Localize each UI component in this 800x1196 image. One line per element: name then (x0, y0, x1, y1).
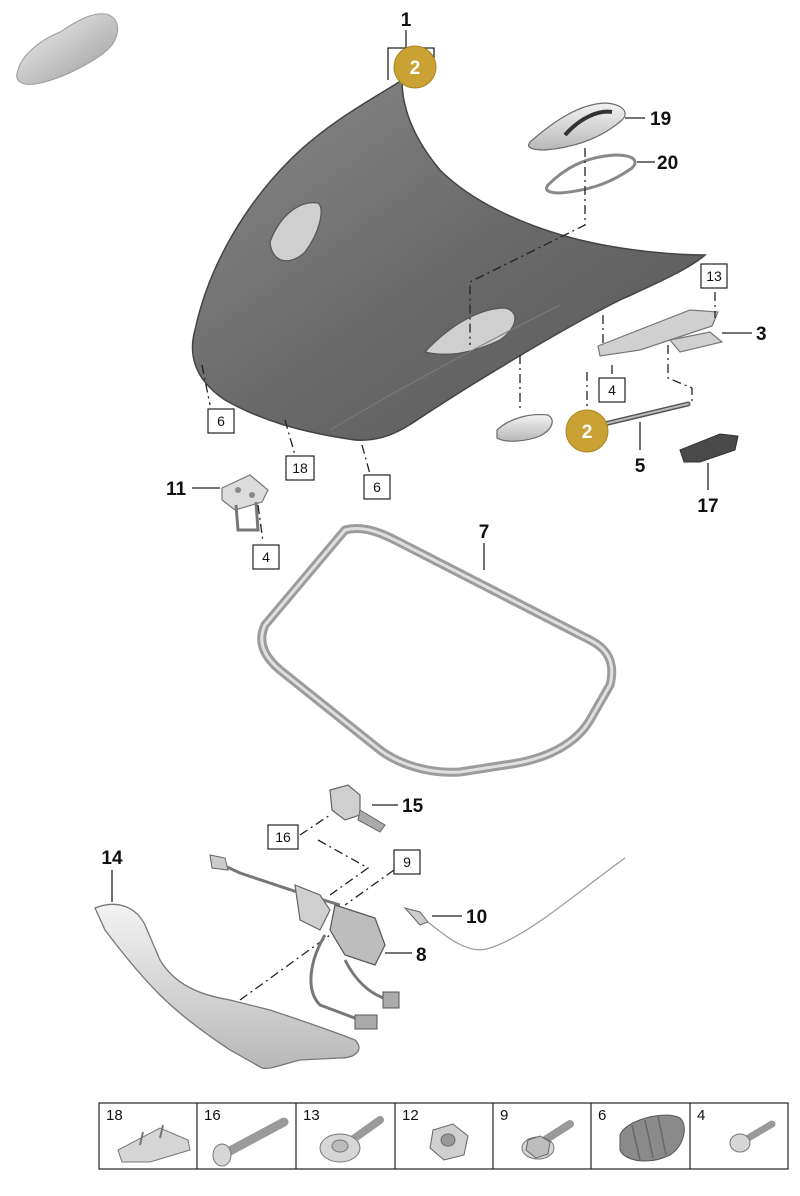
washer-screw-icon (319, 1116, 384, 1163)
callout-label-17: 17 (697, 496, 718, 517)
callout-label-7: 7 (479, 522, 490, 543)
legend-cell-6: 6 (598, 1107, 685, 1162)
callout-label-14: 14 (101, 848, 123, 869)
svg-text:9: 9 (500, 1107, 508, 1124)
hood-vent-left (269, 202, 322, 262)
ref-box-18: 18 (285, 455, 315, 481)
svg-text:12: 12 (402, 1107, 419, 1124)
callout-label-15: 15 (402, 796, 424, 817)
svg-text:16: 16 (204, 1107, 221, 1124)
svg-text:9: 9 (403, 854, 411, 870)
clip-icon (117, 1127, 191, 1163)
callout-label-19: 19 (650, 109, 671, 130)
svg-text:13: 13 (706, 268, 722, 284)
badge-label-2-lower: 2 (582, 422, 593, 443)
callout-label-20: 20 (657, 153, 678, 174)
vehicle-thumbnail (16, 13, 119, 85)
vent-insert (496, 413, 553, 442)
bump-stop-icon (619, 1114, 685, 1162)
svg-text:6: 6 (598, 1107, 606, 1124)
svg-text:18: 18 (292, 460, 308, 476)
ref-box-4-hinge: 4 (252, 544, 280, 570)
release-cable (403, 857, 626, 951)
bump-stop-cover (679, 433, 739, 463)
hardware-legend: 18 16 13 12 (98, 1102, 789, 1170)
ref-box-6-center: 6 (363, 474, 391, 500)
svg-text:6: 6 (217, 413, 225, 429)
front-hood (191, 78, 708, 441)
ref-box-9: 9 (393, 849, 421, 875)
svg-text:6: 6 (373, 479, 381, 495)
screw-icon (729, 1120, 776, 1153)
svg-text:4: 4 (697, 1107, 705, 1124)
scoop-seal (545, 153, 637, 195)
gas-strut (597, 401, 691, 428)
legend-cell-16: 16 (204, 1107, 289, 1167)
ref-box-16: 16 (267, 824, 299, 850)
air-scoop-trim (527, 102, 626, 151)
legend-cell-9: 9 (500, 1107, 574, 1160)
callout-label-10: 10 (466, 907, 487, 928)
svg-text:18: 18 (106, 1107, 123, 1124)
callout-label-3: 3 (756, 324, 767, 345)
ref-box-6-left: 6 (207, 408, 235, 434)
ref-box-13: 13 (700, 263, 728, 289)
legend-cell-13: 13 (303, 1107, 384, 1163)
ref-box-4-strut: 4 (598, 377, 626, 403)
latch-sensor (329, 784, 386, 833)
badge-2-lower: 2 (565, 409, 609, 453)
lock-carrier-crossmember (94, 903, 360, 1070)
bolt-icon (212, 1117, 289, 1167)
legend-cell-4: 4 (697, 1107, 776, 1153)
badge-2-top: 2 (393, 45, 437, 89)
flange-bolt-icon (521, 1120, 574, 1160)
svg-text:13: 13 (303, 1107, 320, 1124)
badge-label-2-top: 2 (410, 58, 421, 79)
callout-label-5: 5 (635, 456, 646, 477)
svg-text:4: 4 (608, 382, 616, 398)
callout-label-8: 8 (416, 945, 427, 966)
legend-cell-12: 12 (402, 1107, 469, 1161)
callout-label-11: 11 (166, 479, 187, 500)
svg-text:4: 4 (262, 549, 270, 565)
hex-nut-icon (429, 1123, 469, 1161)
callout-label-1: 1 (401, 10, 412, 31)
svg-text:16: 16 (275, 829, 291, 845)
hood-hinge (221, 474, 269, 532)
hood-latch-striker (597, 309, 724, 357)
legend-cell-18: 18 (106, 1107, 191, 1163)
hood-latch (209, 854, 400, 1030)
